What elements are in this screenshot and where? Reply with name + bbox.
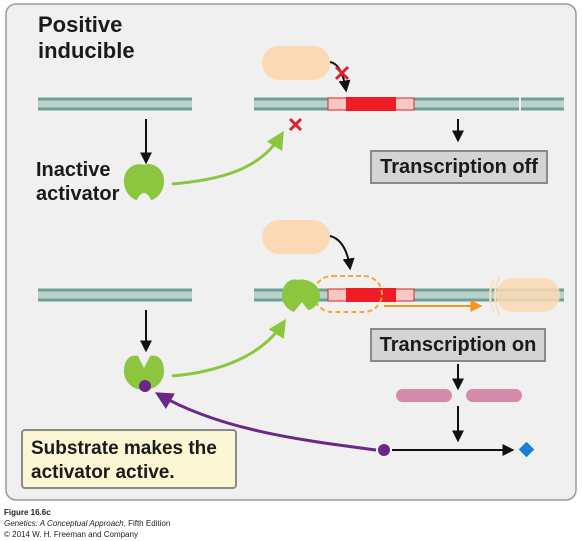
dna-segment-bottom-left [38,288,192,302]
activator-binding-arrow-bottom [171,318,286,378]
transcription-on-box: Transcription on [370,328,546,362]
gene-region-top [327,97,415,111]
moving-polymerase [489,275,560,317]
substrate-feedback-arrow [154,392,377,452]
blocked-x-icon-activator [288,117,303,132]
substrate-callout: Substrate makes the activator active. [21,429,237,489]
book-citation: Genetics: A Conceptual Approach, Fifth E… [4,518,170,529]
rna-polymerase-bottom [262,220,330,254]
mrna-right [466,389,522,402]
bound-activator-icon [282,279,320,312]
transcription-off-box: Transcription off [370,150,548,184]
book-title: Genetics: A Conceptual Approach [4,519,124,528]
diagram-title: Positive inducible [38,12,135,63]
polymerase-binding-arrow-bottom [329,235,355,271]
gene-region-bottom [327,288,415,302]
rna-polymerase-top [262,46,330,80]
copyright: © 2014 W. H. Freeman and Company [4,530,138,539]
activator-binding-arrow-top [171,130,284,186]
book-edition: , Fifth Edition [123,519,171,528]
dna-segment-top-left [38,97,192,111]
mrna-left [396,389,452,402]
blocked-x-icon-top [334,65,350,81]
figure-caption: Figure 16.6c Genetics: A Conceptual Appr… [4,507,170,540]
inactive-activator-icon [124,164,164,200]
active-activator-icon [124,355,164,390]
substrate-bound-icon [139,380,151,392]
substrate-icon [378,444,390,456]
figure-number: Figure 16.6c [4,508,51,517]
inactive-activator-label: Inactive activator [36,159,120,205]
